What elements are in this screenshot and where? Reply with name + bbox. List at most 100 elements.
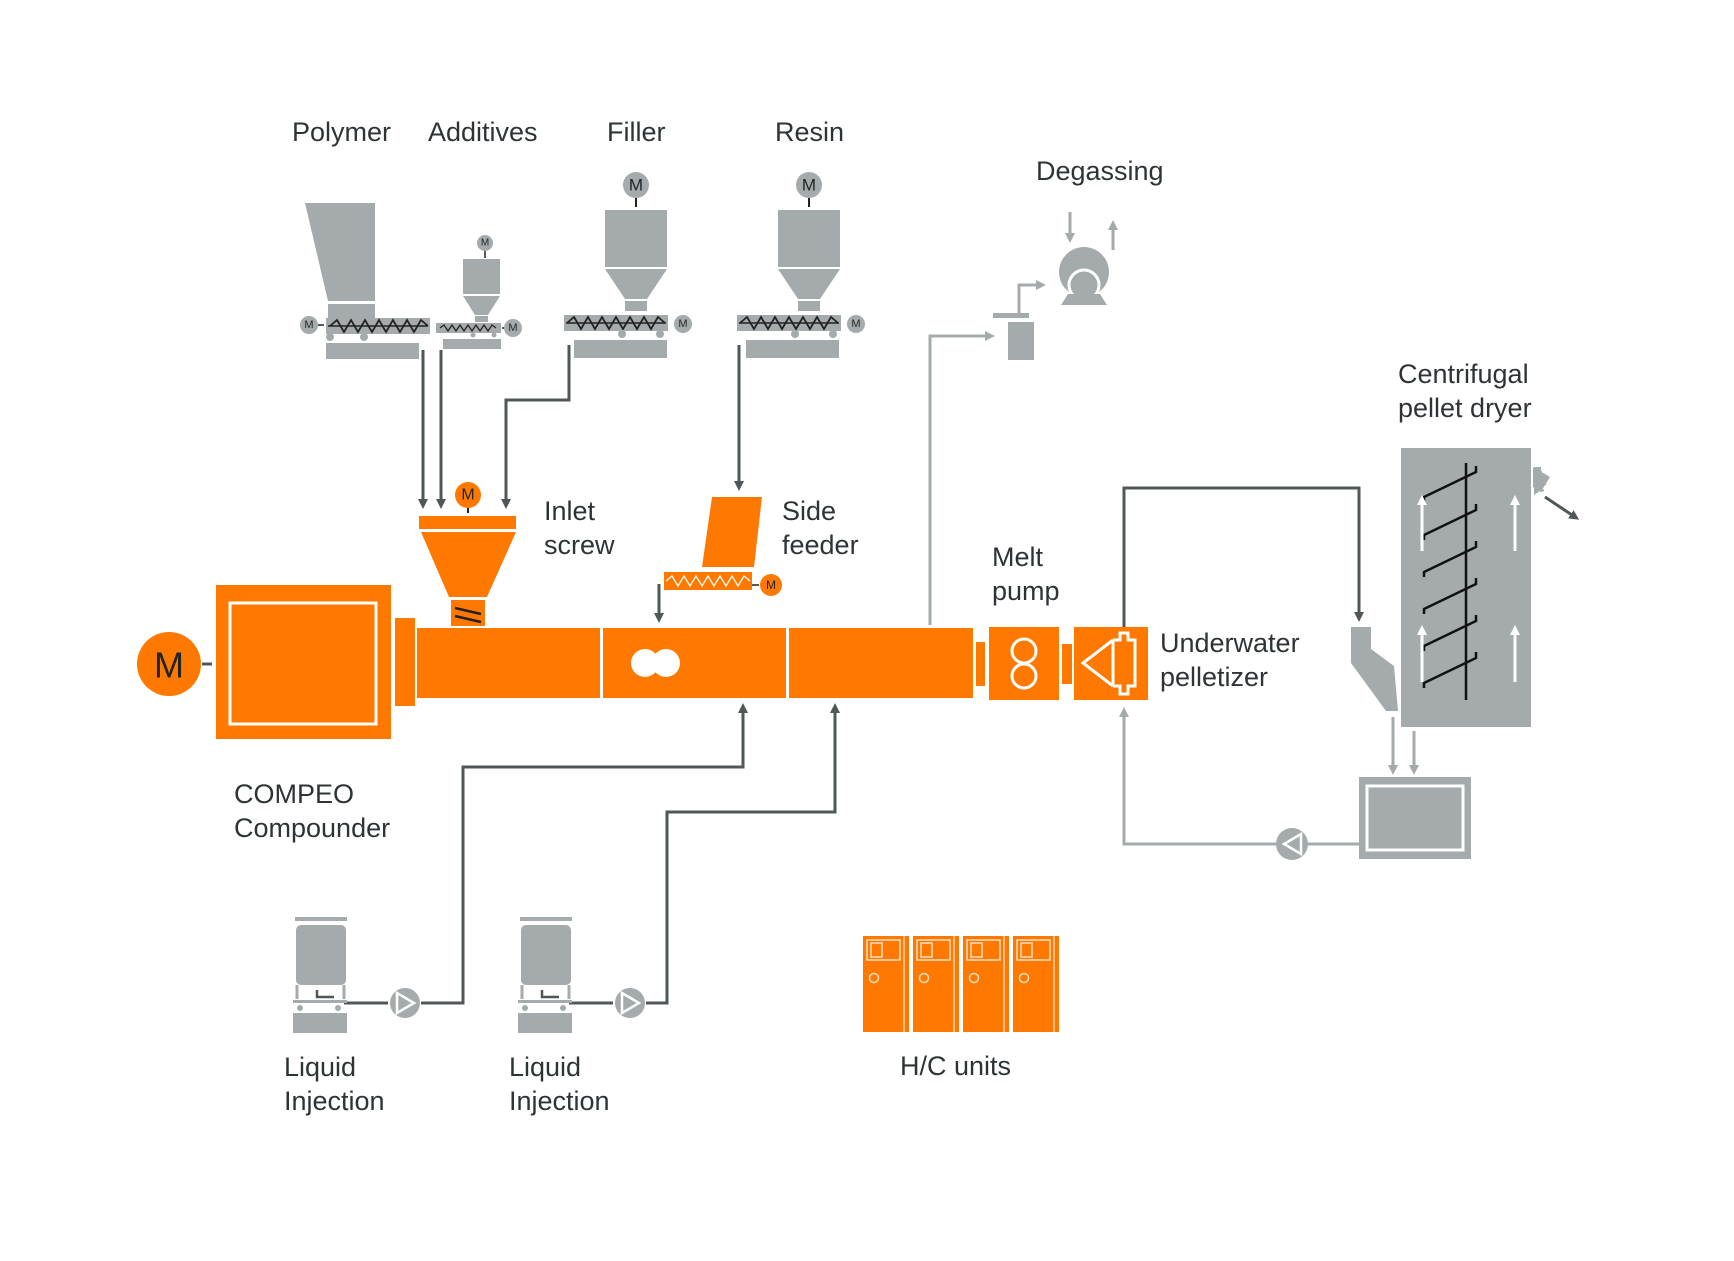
degassing-line xyxy=(928,331,995,625)
liquid-injection-1 xyxy=(293,917,420,1033)
liquid-injection-2-line xyxy=(646,703,840,1005)
wheel-icon xyxy=(491,332,497,338)
motor-icon xyxy=(760,574,782,596)
polymer-scale xyxy=(326,343,419,359)
motor-label: M xyxy=(461,487,474,504)
screw-icon xyxy=(665,574,751,588)
label-side-feeder-2: feeder xyxy=(782,530,859,560)
label-inlet-screw-2: screw xyxy=(544,530,615,560)
display-screen xyxy=(920,942,933,958)
barrel-section-3 xyxy=(789,628,973,698)
scale-top xyxy=(518,1000,572,1003)
side-feeder-screw-housing xyxy=(664,572,752,590)
additives-screw-housing xyxy=(436,323,501,333)
label-melt-pump-1: Melt xyxy=(992,542,1044,572)
motor-label: M xyxy=(802,176,816,195)
tank-lid xyxy=(295,917,347,921)
filler-scale xyxy=(574,340,667,358)
motor-icon xyxy=(477,235,493,251)
additives-cone xyxy=(463,296,500,315)
inlet-screw-top xyxy=(419,516,516,529)
filler-feed-arrow xyxy=(501,345,571,509)
extruder-barrel xyxy=(417,628,973,698)
dryer-inlet-chute xyxy=(1351,627,1398,711)
separator-lid xyxy=(993,313,1029,318)
polymer-hopper xyxy=(305,203,375,301)
wheel-icon xyxy=(522,1005,528,1011)
adapter xyxy=(976,642,985,686)
gearbox xyxy=(216,585,391,739)
filler-neck xyxy=(625,301,647,311)
motor-icon xyxy=(623,172,649,198)
water-tank xyxy=(1359,777,1471,859)
outlet-pipe xyxy=(540,990,559,999)
liquid-scale xyxy=(293,1013,347,1033)
filler-feeder: M M xyxy=(564,172,692,358)
display-screen xyxy=(970,942,983,958)
label-liquid-2-2: Injection xyxy=(509,1086,610,1116)
water-feed-line xyxy=(1119,707,1276,846)
additives-neck xyxy=(475,316,488,322)
water-tank-inner-frame xyxy=(1365,784,1465,852)
liquid-injection-1-line xyxy=(421,703,748,1005)
pellet-slurry-line xyxy=(1122,486,1364,627)
display-panel xyxy=(916,939,951,961)
motor-label: M xyxy=(766,578,776,592)
motor-icon xyxy=(300,316,318,334)
screw-icon xyxy=(566,315,666,331)
scale-top xyxy=(293,1000,347,1003)
resin-neck xyxy=(798,301,820,311)
label-polymer: Polymer xyxy=(292,117,391,147)
screw-icon xyxy=(439,323,497,333)
display-screen xyxy=(1020,942,1033,958)
label-liquid-2-1: Liquid xyxy=(509,1052,581,1082)
additives-scale xyxy=(443,339,501,349)
label-additives: Additives xyxy=(428,117,538,147)
centrifugal-pellet-dryer xyxy=(1351,448,1580,859)
label-dryer-1: Centrifugal xyxy=(1398,359,1529,389)
label-melt-pump-2: pump xyxy=(992,576,1060,606)
filler-cone xyxy=(605,269,667,299)
label-hc-units: H/C units xyxy=(900,1051,1011,1081)
hc-cabinet xyxy=(963,936,1009,1032)
motor-label: M xyxy=(481,238,489,249)
hc-unit xyxy=(1013,936,1059,1032)
screw-mark xyxy=(454,606,482,616)
die-icon xyxy=(1080,638,1114,688)
additives-hopper xyxy=(463,259,500,294)
main-motor-icon xyxy=(137,632,201,696)
motor-label: M xyxy=(508,322,517,334)
knob-icon xyxy=(1018,972,1030,984)
motor-icon xyxy=(455,482,481,508)
additives-feeder: M M xyxy=(436,235,522,349)
label-inlet-screw-1: Inlet xyxy=(544,496,596,526)
label-liquid-1-1: Liquid xyxy=(284,1052,356,1082)
pump-arrow-icon xyxy=(620,990,642,1016)
label-degassing: Degassing xyxy=(1036,156,1164,186)
motor-icon xyxy=(504,319,522,337)
polymer-hopper-neck xyxy=(328,304,375,320)
wheel-icon xyxy=(360,333,368,341)
liquid-tank xyxy=(521,925,571,985)
twin-screw-icon xyxy=(652,649,680,677)
liquid-injection-2 xyxy=(518,917,645,1033)
motor-label: M xyxy=(629,176,643,195)
hc-unit xyxy=(863,936,909,1032)
resin-cone xyxy=(778,269,840,299)
barrel-section-2 xyxy=(603,628,786,698)
adapter xyxy=(1062,644,1072,684)
label-pelletizer-1: Underwater xyxy=(1160,628,1300,658)
liquid-scale xyxy=(518,1013,572,1033)
inlet-screw-funnel xyxy=(421,532,516,597)
polymer-feeder: M xyxy=(300,203,430,359)
label-pelletizer-2: pelletizer xyxy=(1160,662,1268,692)
wheel-icon xyxy=(618,330,626,338)
pump-arrow-icon xyxy=(1281,831,1303,857)
label-compounder-1: COMPEO xyxy=(234,779,354,809)
outlet-pipe xyxy=(315,990,334,999)
water-pump-icon xyxy=(1276,828,1308,860)
wheel-icon xyxy=(791,330,799,338)
label-compounder-2: Compounder xyxy=(234,813,390,843)
wheel-icon xyxy=(470,332,476,338)
